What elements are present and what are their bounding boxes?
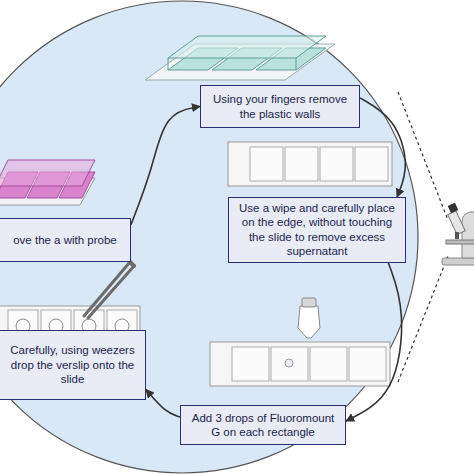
- mounting-slide: [210, 298, 390, 386]
- microscope-base: [442, 258, 474, 265]
- tweezers: [84, 262, 134, 318]
- step-box: ove the a with probe: [0, 218, 131, 262]
- cycle-arrow: [131, 107, 200, 225]
- probe-slide: [0, 160, 95, 205]
- step-text: Carefully, using weezers drop the versli…: [6, 343, 139, 386]
- process-circle: [0, 1, 418, 473]
- slide-rectangle: [232, 347, 269, 381]
- chamber-walls: [168, 36, 326, 58]
- step-box: Carefully, using weezers drop the versli…: [0, 330, 146, 400]
- chamber-edge: [168, 58, 169, 70]
- glass-slide: [210, 342, 390, 386]
- dropper-cap: [302, 298, 316, 307]
- glass-slide: [228, 142, 392, 186]
- probe-walls: [0, 160, 95, 186]
- microscope-arm: [462, 212, 474, 258]
- microscope-objective: [455, 232, 459, 239]
- step-text: Using your fingers remove the plastic wa…: [207, 92, 353, 121]
- slide-rectangle: [349, 347, 386, 381]
- slide-rectangle: [250, 147, 283, 181]
- zoom-line: [398, 256, 448, 382]
- microscope-icon: [442, 203, 474, 265]
- step-text-group: ove the a with probe: [13, 233, 117, 247]
- step-box: Using your fingers remove the plastic wa…: [200, 85, 360, 128]
- step-text-group: Add 3 drops of Fluoromount G on each rec…: [187, 411, 339, 440]
- mounting-drop: [285, 359, 293, 367]
- slide-rectangle: [320, 147, 353, 181]
- tweezers-joint: [130, 262, 134, 266]
- slide-rectangle: [271, 347, 308, 381]
- slide-rectangle: [355, 147, 388, 181]
- slide-rectangle: [310, 347, 347, 381]
- microscope-eyepiece: [448, 203, 459, 214]
- chamber-slide: [145, 36, 335, 80]
- step-text-group: Using your fingers remove the plastic wa…: [207, 92, 353, 121]
- step-box: Add 3 drops of Fluoromount G on each rec…: [180, 405, 346, 445]
- cycle-arrow: [360, 98, 405, 197]
- dropper-bottle: [298, 306, 320, 338]
- cycle-arrow: [146, 390, 180, 418]
- chamber-edge: [296, 58, 297, 70]
- slide-rectangle: [285, 147, 318, 181]
- step-text-group: Carefully, using weezers drop the versli…: [6, 343, 139, 386]
- microscope-stage: [446, 240, 474, 244]
- cycle-arrow: [346, 263, 402, 422]
- step-text: ove the a with probe: [13, 233, 117, 247]
- step-box: Use a wipe and carefully place on the ed…: [228, 197, 406, 263]
- step-text-group: Use a wipe and carefully place on the ed…: [235, 201, 399, 259]
- bare-slide: [228, 142, 392, 186]
- step-text: Add 3 drops of Fluoromount G on each rec…: [187, 411, 339, 440]
- step-text: Use a wipe and carefully place on the ed…: [235, 201, 399, 259]
- microscope-tube: [448, 211, 465, 235]
